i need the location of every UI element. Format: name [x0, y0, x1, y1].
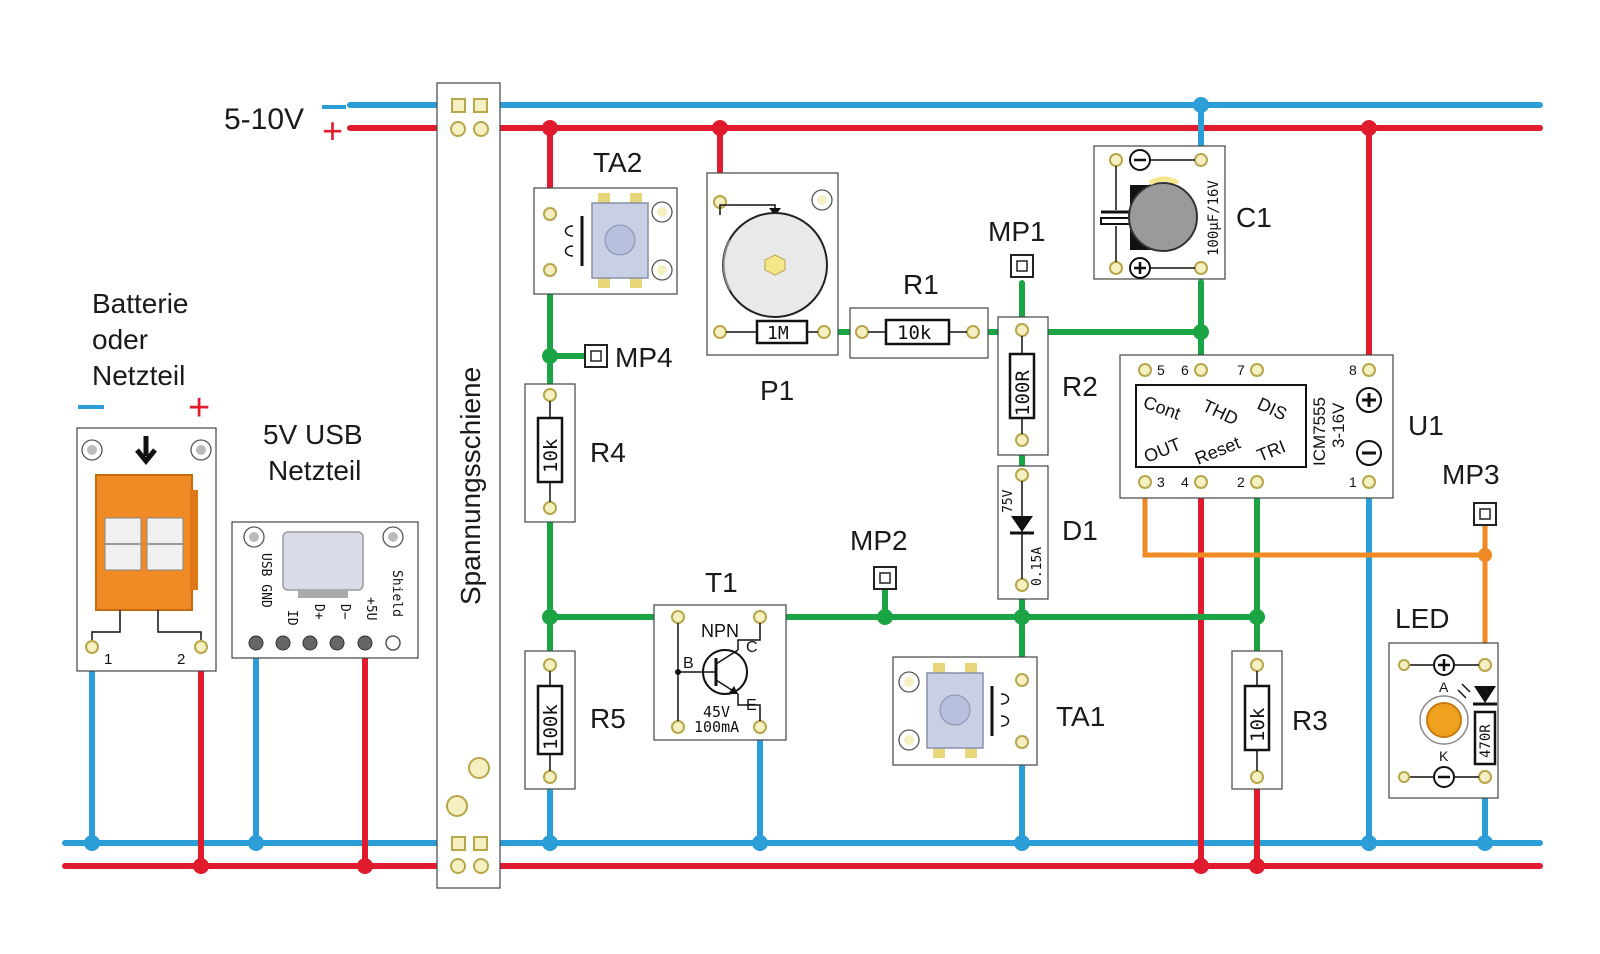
- t1-base: B: [683, 655, 694, 672]
- t1-label: T1: [705, 567, 738, 598]
- mp1-measure-point: MP1: [988, 216, 1046, 278]
- mp4-label: MP4: [615, 342, 673, 373]
- t1-type: NPN: [701, 621, 739, 641]
- u1-pin1: 1: [1349, 474, 1357, 490]
- battery-module: Batterie oder Netzteil + 1 2: [76, 288, 217, 672]
- battery-plus: +: [188, 387, 210, 429]
- t1-rating-v: 45V: [703, 703, 730, 721]
- supply-label: 5-10V +: [224, 103, 346, 151]
- usb-title-2: Netzteil: [268, 455, 361, 486]
- r2-value: 100R: [1012, 370, 1034, 416]
- usb-pin-dminus: D−: [337, 604, 352, 620]
- top-rails: [347, 102, 1543, 131]
- vcc-wires: [198, 125, 1372, 869]
- u1-pin3: 3: [1157, 474, 1165, 490]
- diode-icon: [1011, 516, 1033, 532]
- t1-emitter: E: [746, 697, 757, 714]
- r4-value: 10k: [540, 438, 562, 473]
- u1-label: U1: [1408, 410, 1444, 441]
- u1-pin5: 5: [1157, 362, 1165, 378]
- battery-pin1: 1: [104, 651, 112, 668]
- r1-value: 10k: [897, 322, 932, 344]
- ta1-label: TA1: [1056, 701, 1105, 732]
- battery-title-2: oder: [92, 324, 148, 355]
- voltage-rail-board: Spannungsschiene: [436, 82, 501, 889]
- plus-sign: +: [322, 110, 343, 151]
- usb-pin-id: ID: [284, 610, 299, 626]
- battery-pin2: 2: [177, 651, 185, 668]
- u1-chip: ICM7555: [1310, 397, 1329, 466]
- u1-pin8: 8: [1349, 362, 1357, 378]
- u1-range: 3-16V: [1329, 402, 1348, 448]
- u1-pin2: 2: [1237, 474, 1245, 490]
- u1-timer-module: 5 6 7 8 3 4 2 1 Cont THD DIS OUT Reset T…: [1119, 354, 1444, 499]
- d1-current: 0.15A: [1030, 547, 1045, 586]
- down-arrow-icon: [135, 436, 157, 465]
- mp2-measure-point: MP2: [850, 525, 908, 590]
- r5-resistor-module: 100k R5: [524, 650, 626, 790]
- d1-label: D1: [1062, 515, 1098, 546]
- usb-connector-icon: [282, 531, 364, 591]
- r5-label: R5: [590, 703, 626, 734]
- usb-pin-dplus: D+: [311, 604, 326, 620]
- mp1-label: MP1: [988, 216, 1046, 247]
- battery-title-1: Batterie: [92, 288, 189, 319]
- c1-label: C1: [1236, 202, 1272, 233]
- t1-rating-a: 100mA: [694, 718, 739, 736]
- output-wire: [1142, 479, 1488, 668]
- led-module: LED A K 470R: [1388, 603, 1499, 799]
- r1-resistor-module: R1 10k: [849, 269, 989, 359]
- u1-pin6: 6: [1181, 362, 1189, 378]
- r3-label: R3: [1292, 705, 1328, 736]
- mp3-measure-point: MP3: [1442, 459, 1500, 526]
- bottom-rails: [62, 840, 1543, 869]
- mp2-label: MP2: [850, 525, 908, 556]
- r1-label: R1: [903, 269, 939, 300]
- u1-pin4: 4: [1181, 474, 1189, 490]
- ta1-button-module: TA1: [892, 656, 1105, 766]
- p1-label: P1: [760, 375, 794, 406]
- usb-pin-shield: Shield: [389, 570, 404, 617]
- r3-value: 10k: [1247, 707, 1269, 742]
- ta2-button-module: TA2: [533, 147, 678, 295]
- c1-value: 100µF/16V: [1206, 180, 1222, 256]
- r5-value: 100k: [540, 704, 562, 750]
- d1-diode-module: 75V 0.15A D1: [997, 465, 1098, 600]
- r2-label: R2: [1062, 371, 1098, 402]
- led-cathode: K: [1439, 748, 1449, 764]
- mp3-label: MP3: [1442, 459, 1500, 490]
- ic-body: [1135, 384, 1307, 468]
- led-symbol-icon: [1474, 686, 1496, 703]
- p1-potentiometer-module: 1M P1: [706, 172, 839, 406]
- usb-pin-5v: +5U: [363, 597, 378, 620]
- p1-value: 1M: [767, 323, 789, 344]
- supply-voltage: 5-10V: [224, 103, 304, 136]
- r3-resistor-module: 10k R3: [1231, 650, 1328, 790]
- u1-pin7: 7: [1237, 362, 1245, 378]
- usb-pin-gnd: USB GND: [258, 553, 273, 608]
- led-label: LED: [1395, 603, 1449, 634]
- t1-collector: C: [746, 639, 758, 656]
- r2-resistor-module: 100R R2: [997, 316, 1098, 456]
- led-resistor: 470R: [1478, 724, 1494, 758]
- led-anode: A: [1439, 679, 1449, 695]
- t1-transistor-module: T1 NPN B C E 45V 100mA: [653, 567, 787, 741]
- junction-dots: [84, 97, 1493, 874]
- r4-resistor-module: 10k R4: [524, 383, 626, 523]
- c1-capacitor-module: 100µF/16V C1: [1093, 145, 1272, 280]
- d1-voltage: 75V: [1001, 489, 1016, 513]
- mp4-measure-point: MP4: [584, 342, 673, 373]
- usb-module: 5V USB Netzteil USB GND ID D+ D− +5U Shi…: [231, 419, 419, 659]
- usb-title-1: 5V USB: [263, 419, 363, 450]
- battery-title-3: Netzteil: [92, 360, 185, 391]
- rail-label: Spannungsschiene: [455, 367, 486, 605]
- r4-label: R4: [590, 437, 626, 468]
- ta2-label: TA2: [593, 147, 642, 178]
